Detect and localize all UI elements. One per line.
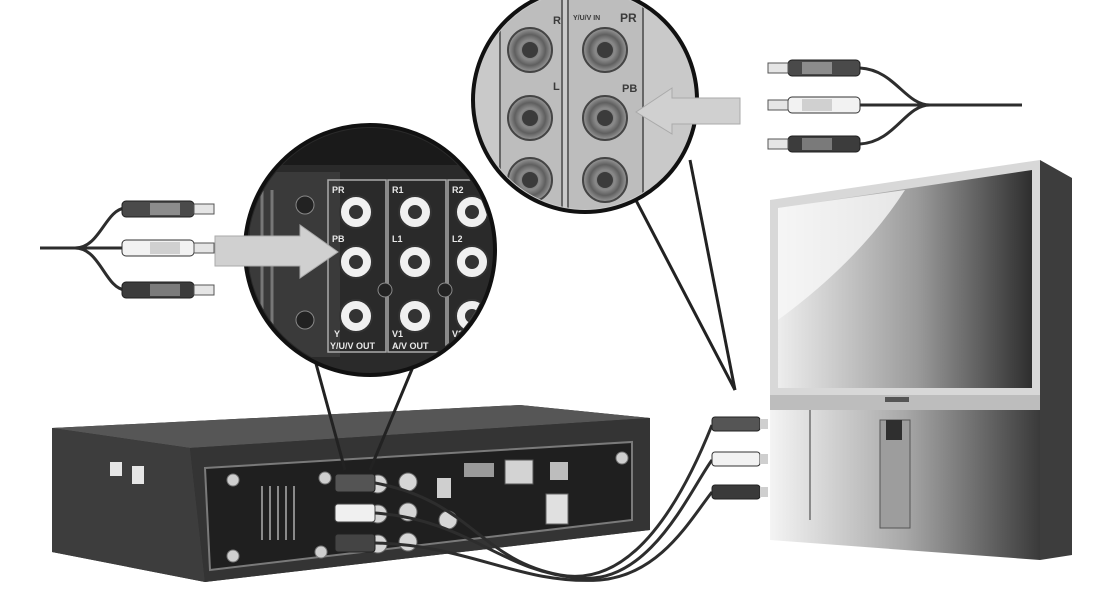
tv-label-y: Y	[628, 205, 636, 217]
tv-plugs	[711, 416, 768, 500]
label-v1: V1	[392, 329, 403, 339]
plug-white-left	[121, 239, 215, 257]
tv-label-l: L	[553, 81, 560, 93]
label-pr: PR	[332, 185, 345, 195]
label-r1: R1	[392, 185, 404, 195]
plug-red-right	[767, 59, 861, 77]
front-button-icon	[110, 462, 122, 476]
media-player	[52, 405, 650, 582]
label-y: Y	[334, 329, 340, 339]
tv-label-yuv-in: Y/U/V IN	[573, 15, 600, 22]
plug-green-left	[121, 281, 215, 299]
cable-bundle-right	[767, 59, 1022, 153]
callout-lines	[313, 159, 737, 471]
tv-jack-zoom: R L V Y/U/V IN PR PB Y	[471, 0, 699, 217]
arrow-left-icon	[635, 87, 741, 135]
rear-projection-tv	[770, 160, 1072, 560]
plug-red-left	[121, 200, 215, 218]
label-l2: L2	[452, 234, 463, 244]
plug-green-right	[767, 135, 861, 153]
arrow-right-icon	[214, 224, 339, 279]
front-switch-icon	[132, 466, 144, 484]
cable-bundle-left	[40, 200, 215, 299]
label-l1: L1	[392, 234, 403, 244]
label-r2: R2	[452, 185, 464, 195]
plug-white-right	[767, 96, 861, 114]
label-v2: V2	[452, 329, 463, 339]
label-yuv-out: Y/U/V OUT	[330, 341, 376, 351]
tv-label-pb: PB	[622, 83, 637, 95]
tv-label-pr: PR	[620, 11, 637, 25]
label-pb: PB	[332, 234, 345, 244]
cables-to-tv	[374, 424, 714, 582]
label-av-out: A/V OUT	[392, 341, 429, 351]
tv-label-r: R	[553, 15, 561, 27]
